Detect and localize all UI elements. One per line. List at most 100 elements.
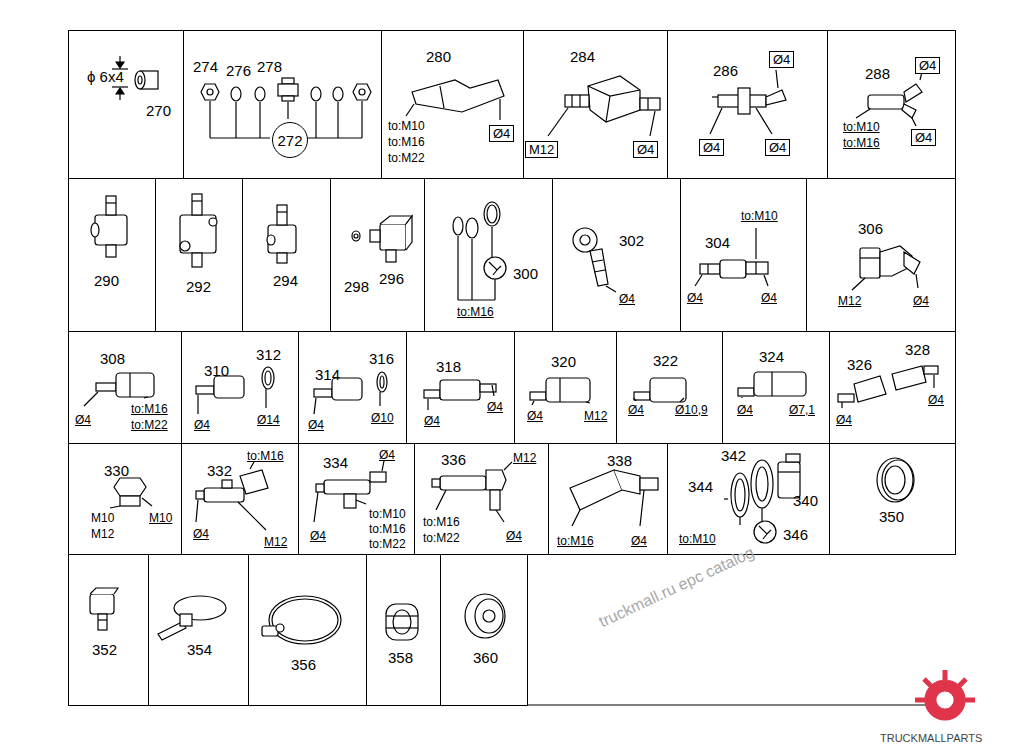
line-art bbox=[306, 137, 362, 138]
line-art bbox=[112, 86, 128, 87]
catalog-cell: 320Ø4M12 bbox=[514, 331, 617, 444]
size-box: Ø4 bbox=[765, 139, 790, 156]
line-art bbox=[761, 508, 762, 521]
size-label: Ø14 bbox=[257, 414, 280, 426]
size-label: Ø4 bbox=[628, 404, 644, 416]
line-art bbox=[904, 84, 922, 102]
size-label: M12 bbox=[264, 536, 287, 548]
line-art bbox=[776, 70, 778, 88]
line-art bbox=[592, 260, 603, 262]
callout-number: 298 bbox=[344, 279, 369, 294]
size-label: Ø4 bbox=[761, 292, 777, 304]
line-art bbox=[489, 262, 501, 275]
size-label: to:M16 bbox=[843, 137, 880, 149]
catalog-cell: to:M10304Ø4Ø4 bbox=[680, 178, 807, 332]
catalog-cell: 350 bbox=[829, 443, 956, 555]
line-art bbox=[315, 102, 316, 138]
callout-number: 344 bbox=[688, 479, 713, 494]
line-art bbox=[91, 223, 99, 237]
callout-number: ϕ 6x4 bbox=[87, 69, 124, 84]
line-art bbox=[492, 385, 494, 396]
size-label: M12 bbox=[529, 142, 554, 157]
line-art bbox=[268, 225, 296, 253]
size-label: Ø10,9 bbox=[675, 404, 708, 416]
line-art bbox=[466, 218, 478, 238]
line-art bbox=[738, 388, 754, 396]
size-box: Ø4 bbox=[699, 139, 724, 156]
catalog-cell: 280to:M10to:M16to:M22Ø4 bbox=[381, 30, 524, 179]
callout-number: 276 bbox=[226, 63, 251, 78]
line-art bbox=[559, 378, 560, 402]
catalog-cell: 286Ø4Ø4Ø4 bbox=[667, 30, 828, 179]
line-art bbox=[530, 392, 546, 400]
callout-number: 310 bbox=[204, 363, 229, 378]
size-label: M12 bbox=[584, 410, 607, 422]
line-art bbox=[579, 95, 580, 107]
line-art bbox=[496, 510, 504, 522]
line-art bbox=[269, 596, 341, 644]
line-art bbox=[272, 599, 338, 641]
line-art bbox=[262, 367, 274, 389]
callout-number: 292 bbox=[186, 279, 211, 294]
line-art bbox=[453, 217, 463, 235]
line-art bbox=[491, 227, 492, 257]
line-art bbox=[316, 484, 324, 492]
line-art bbox=[852, 278, 865, 290]
size-label: Ø4 bbox=[703, 140, 720, 155]
size-label: to:M16 bbox=[557, 535, 594, 547]
catalog-cell: 290 bbox=[68, 178, 156, 332]
catalog-cell: 314316Ø4Ø10 bbox=[298, 331, 407, 444]
line-art bbox=[548, 108, 568, 136]
callout-number: 354 bbox=[187, 642, 212, 657]
line-art bbox=[180, 215, 216, 253]
line-art bbox=[868, 95, 904, 109]
callout-number: 274 bbox=[193, 59, 218, 74]
brand-logo-text: TRUCKMALLPARTS bbox=[880, 733, 982, 744]
line-art bbox=[634, 398, 636, 401]
line-art bbox=[457, 236, 458, 300]
line-art bbox=[333, 87, 343, 101]
callout-number: 346 bbox=[783, 527, 808, 542]
callout-number: 306 bbox=[858, 221, 883, 236]
line-art bbox=[571, 95, 572, 107]
line-art bbox=[98, 619, 107, 620]
callout-number: 286 bbox=[713, 63, 738, 78]
line-art bbox=[640, 478, 658, 490]
line-art bbox=[640, 98, 660, 110]
line-art bbox=[427, 399, 428, 410]
line-art bbox=[707, 264, 708, 274]
callout-number: 290 bbox=[94, 273, 119, 288]
line-art bbox=[196, 386, 214, 394]
callout-number: 326 bbox=[847, 357, 872, 372]
line-art bbox=[386, 615, 418, 616]
line-art bbox=[720, 260, 746, 278]
line-art bbox=[276, 624, 284, 632]
size-label: M12 bbox=[513, 452, 536, 464]
size-label: to:M16 bbox=[457, 306, 494, 318]
size-label: to:M10 bbox=[369, 508, 406, 520]
line-art bbox=[532, 401, 534, 405]
catalog-cell: 310312Ø4Ø14 bbox=[181, 331, 299, 444]
catalog-cell: 358 bbox=[366, 554, 441, 706]
callout-number: 278 bbox=[257, 59, 282, 74]
watermark: truckmall.ru epc catalog bbox=[597, 544, 757, 630]
catalog-cell: 284M12Ø4 bbox=[523, 30, 668, 179]
line-art bbox=[885, 466, 905, 494]
line-art bbox=[259, 102, 260, 138]
line-art bbox=[337, 102, 338, 138]
size-label: Ø7,1 bbox=[789, 404, 815, 416]
size-label: to:M22 bbox=[131, 419, 168, 431]
size-label: to:M10 bbox=[843, 121, 880, 133]
catalog-cell: 300to:M16 bbox=[424, 178, 553, 332]
catalog-cell: 308Ø4to:M16to:M22 bbox=[68, 331, 182, 444]
catalog-cell: 274276278272 bbox=[183, 30, 382, 179]
line-art bbox=[650, 111, 655, 136]
callout-number: 314 bbox=[315, 367, 340, 382]
line-art bbox=[731, 473, 749, 517]
line-art bbox=[487, 205, 497, 223]
catalog-cell: 330M10M12M10 bbox=[68, 443, 182, 555]
line-art bbox=[354, 234, 358, 238]
callout-number: 288 bbox=[865, 66, 890, 81]
line-art bbox=[882, 460, 914, 500]
callout-number: 280 bbox=[426, 49, 451, 64]
